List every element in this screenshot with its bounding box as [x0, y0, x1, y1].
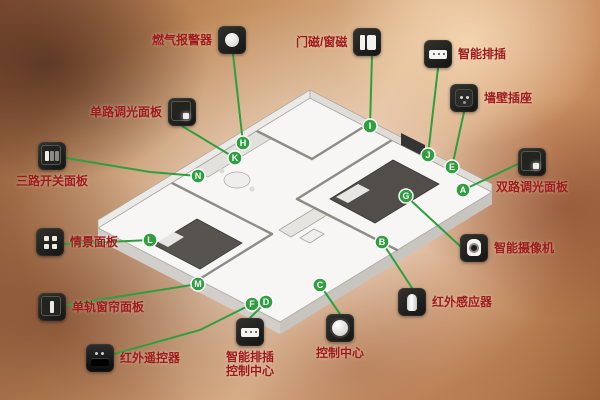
- device-label: 单路调光面板: [90, 104, 163, 119]
- gas-alarm-icon: [218, 26, 247, 54]
- device-door-window-sensor: 门磁/窗磁: [296, 28, 382, 56]
- device-control-center: 控制中心: [314, 314, 366, 360]
- marker: E: [444, 159, 460, 175]
- smart-camera-icon: [460, 234, 488, 262]
- ir-remote-icon: [86, 344, 114, 372]
- single-dimmer-panel-icon: [168, 98, 197, 126]
- marker: A: [455, 182, 471, 198]
- device-label: 智能排插控制中心: [226, 350, 274, 379]
- marker: H: [235, 135, 251, 151]
- device-label: 红外感应器: [432, 294, 493, 309]
- device-dual-dimmer-panel: 双路调光面板: [484, 148, 580, 194]
- device-single-dimmer-panel: 单路调光面板: [90, 98, 197, 126]
- ir-sensor-icon: [398, 288, 426, 316]
- device-triple-switch-panel: 三路开关面板: [6, 142, 98, 188]
- svg-text:N: N: [195, 171, 202, 181]
- marker: B: [374, 234, 390, 250]
- device-smart-power-strip: 智能排插: [424, 40, 506, 68]
- marker: G: [398, 188, 414, 204]
- marker: C: [312, 277, 328, 293]
- svg-text:K: K: [232, 153, 239, 163]
- curtain-panel-icon: [38, 293, 66, 321]
- slab-side-left: [98, 228, 280, 334]
- device-label: 智能摄像机: [494, 240, 555, 255]
- device-label: 红外遥控器: [120, 350, 181, 365]
- svg-text:A: A: [460, 185, 467, 195]
- connector-lines: [63, 53, 519, 355]
- device-label: 双路调光面板: [495, 180, 568, 194]
- marker: I: [362, 118, 378, 134]
- scene-panel-icon: [36, 228, 64, 256]
- device-label: 智能排插: [458, 46, 507, 61]
- marker: D: [258, 294, 274, 310]
- svg-text:B: B: [379, 237, 386, 247]
- svg-text:F: F: [249, 299, 255, 309]
- device-label: 情景面板: [70, 234, 119, 249]
- interior-walls: [170, 124, 399, 282]
- device-curtain-panel: 单轨窗帘面板: [38, 293, 144, 321]
- control-center-icon: [326, 314, 354, 342]
- device-label: 墙壁插座: [484, 90, 533, 105]
- device-strip-control-hub: 智能排插控制中心: [220, 318, 280, 379]
- device-ir-sensor: 红外感应器: [398, 288, 492, 316]
- wall-tv: [401, 133, 425, 157]
- markers: H I J E K N L M F D C B G A: [142, 118, 471, 312]
- device-label: 燃气报警器: [152, 32, 213, 47]
- svg-text:M: M: [194, 279, 202, 289]
- svg-text:E: E: [449, 162, 455, 172]
- svg-text:G: G: [402, 191, 409, 201]
- smart-power-strip-icon: [424, 40, 452, 68]
- triple-switch-panel-icon: [38, 142, 66, 170]
- device-label: 三路开关面板: [15, 174, 88, 188]
- svg-text:H: H: [240, 138, 247, 148]
- device-label: 单轨窗帘面板: [72, 299, 145, 314]
- device-label: 控制中心: [315, 346, 364, 360]
- svg-text:D: D: [263, 297, 270, 307]
- svg-text:L: L: [147, 235, 153, 245]
- device-scene-panel: 情景面板: [36, 228, 118, 256]
- marker: L: [142, 232, 158, 248]
- device-label-line2: 控制中心: [225, 364, 274, 379]
- device-wall-socket: 墙壁插座: [450, 84, 532, 112]
- door-window-sensor-icon: [353, 28, 382, 56]
- device-label: 门磁/窗磁: [296, 34, 348, 49]
- marker: F: [244, 296, 260, 312]
- svg-text:J: J: [425, 150, 430, 160]
- marker: M: [190, 276, 206, 292]
- marker: K: [227, 150, 243, 166]
- svg-text:I: I: [369, 121, 372, 131]
- strip-control-hub-icon: [236, 318, 264, 346]
- svg-text:C: C: [317, 280, 324, 290]
- marker: J: [420, 147, 436, 163]
- marker: N: [190, 168, 206, 184]
- dual-dimmer-panel-icon: [518, 148, 546, 176]
- device-smart-camera: 智能摄像机: [460, 234, 554, 262]
- device-gas-alarm: 燃气报警器: [152, 26, 247, 54]
- furniture: [153, 130, 440, 270]
- device-label-line1: 智能排插: [225, 350, 274, 364]
- wall-socket-icon: [450, 84, 478, 112]
- device-ir-remote: 红外遥控器: [86, 344, 180, 372]
